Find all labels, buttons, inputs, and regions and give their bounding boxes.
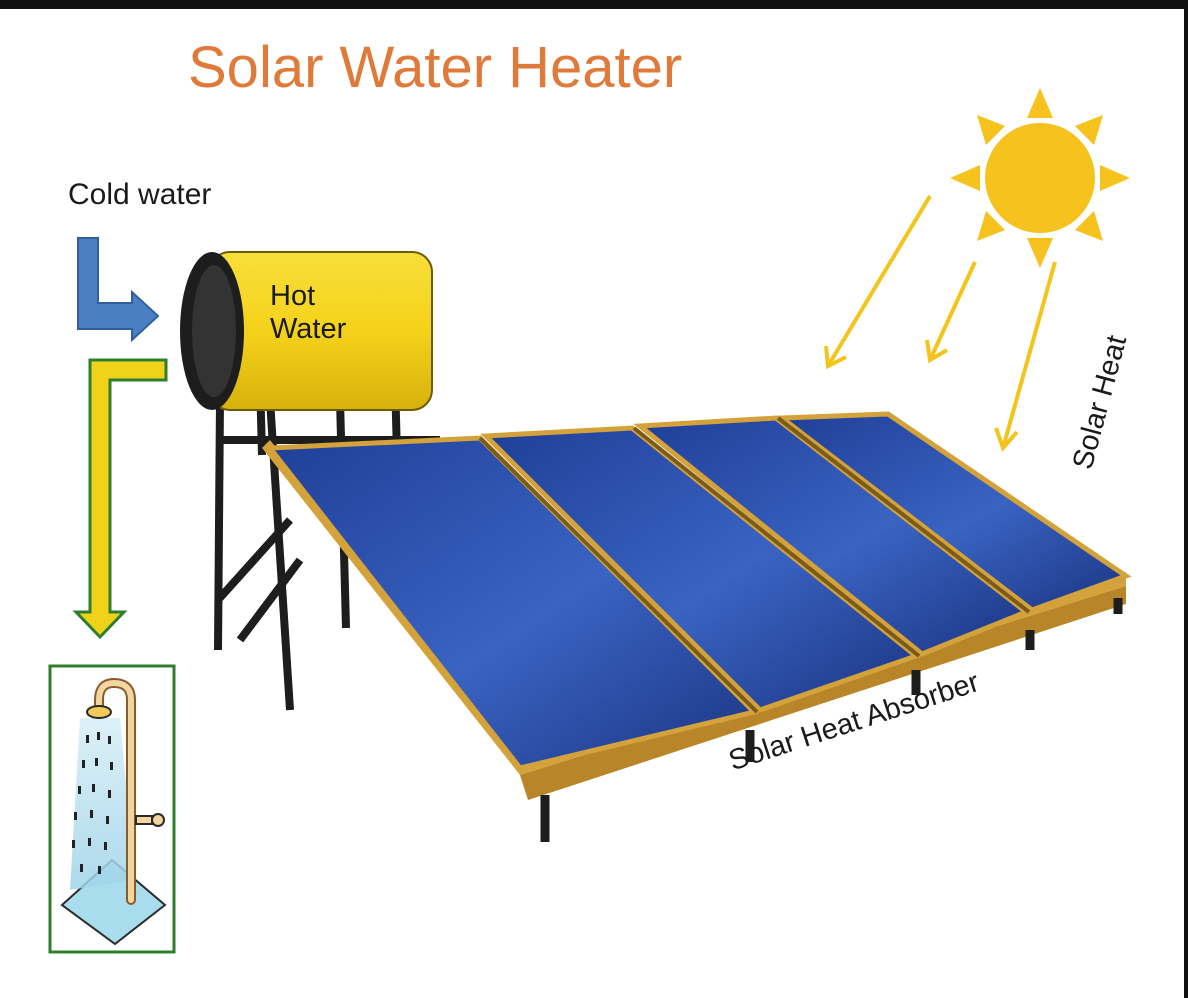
hot-water-arrow-icon	[72, 358, 168, 640]
shower-icon	[48, 664, 176, 954]
cold-water-label: Cold water	[68, 178, 212, 211]
hot-water-tank	[180, 251, 433, 411]
cold-water-arrow-icon	[77, 237, 160, 343]
solar-heat-absorber-panels	[262, 411, 1132, 842]
top-border	[0, 0, 1188, 9]
solar-heat-rays	[824, 194, 1057, 452]
hot-water-label: Hot Water	[270, 280, 347, 345]
sun-icon	[950, 88, 1130, 268]
diagram-title: Solar Water Heater	[188, 35, 683, 100]
right-border	[1184, 0, 1188, 998]
